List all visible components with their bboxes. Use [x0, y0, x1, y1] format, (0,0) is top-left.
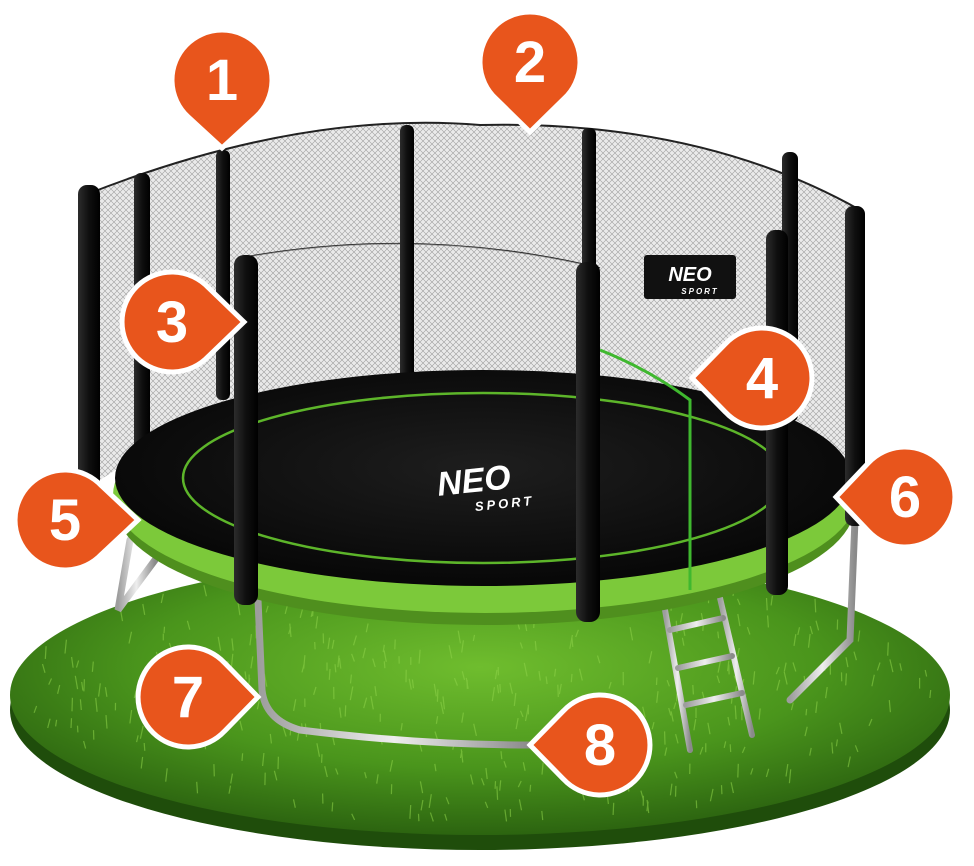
callout-marker-6: 6: [832, 444, 958, 550]
callout-number: 3: [156, 290, 188, 355]
callout-number: 7: [172, 665, 204, 730]
callout-marker-2: 2: [477, 9, 583, 136]
grass-base: [10, 555, 950, 850]
callout-number: 2: [514, 30, 546, 95]
legs: [114, 516, 859, 749]
callout-markers: 1 2 3 4 5 6 7 8: [12, 9, 958, 798]
callout-number: 4: [746, 346, 778, 411]
jumping-mat: NEO SPORT: [115, 370, 851, 586]
mat-brand-sub: SPORT: [474, 493, 535, 514]
callout-pin-shape: [119, 269, 248, 375]
callout-number: 1: [206, 48, 238, 113]
callout-marker-5: 5: [12, 467, 142, 573]
mat-brand: NEO: [435, 458, 512, 503]
callout-marker-1: 1: [169, 27, 275, 152]
front-poles: [78, 185, 865, 622]
callout-pin-shape: [135, 644, 262, 750]
callout-pin-shape: [477, 9, 583, 136]
entrance-zipper: [599, 348, 692, 590]
callout-marker-3: 3: [119, 269, 248, 375]
callout-pin-shape: [832, 444, 958, 550]
callout-marker-8: 8: [526, 692, 653, 798]
net-brand-tag: NEO SPORT: [644, 255, 736, 299]
callout-pin-shape: [688, 325, 815, 431]
callout-number: 8: [584, 713, 616, 778]
callout-number: 5: [49, 488, 81, 553]
ladder: [662, 595, 755, 753]
callout-marker-7: 7: [135, 644, 262, 750]
net-tag-sub: SPORT: [681, 287, 718, 296]
callout-number: 6: [889, 465, 921, 530]
callout-marker-4: 4: [688, 325, 815, 431]
callout-pin-shape: [12, 467, 142, 573]
callout-pin-shape: [169, 27, 275, 152]
callout-pin-shape: [526, 692, 653, 798]
net-tag-brand: NEO: [668, 264, 712, 286]
